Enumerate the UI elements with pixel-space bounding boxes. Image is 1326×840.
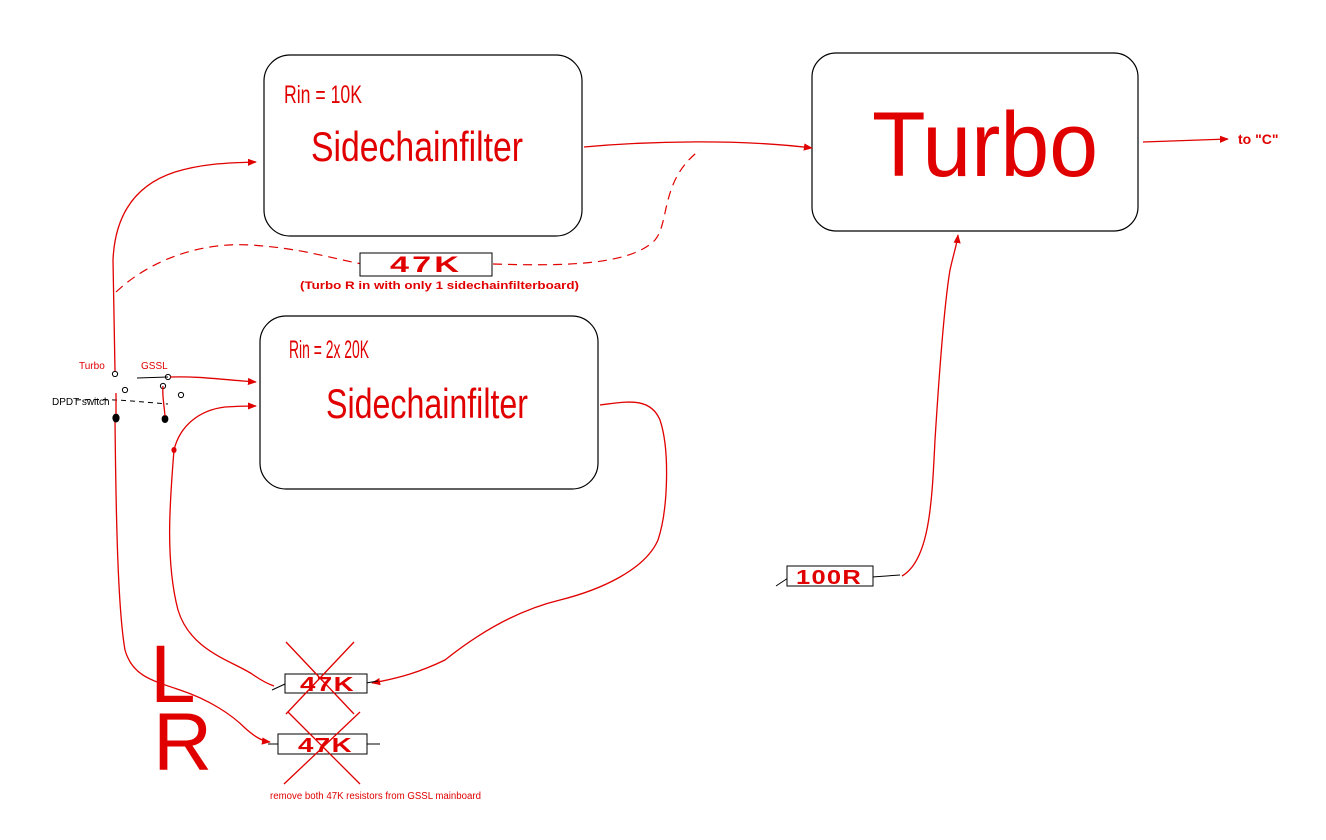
wire-gssl-to-bottom-filter-upper (169, 376, 257, 386)
resistor-2-value: 47K (298, 735, 353, 757)
resistor-2-body (277, 733, 368, 755)
sidechain-filter-bottom-box (259, 315, 599, 490)
wire-dashed-bypass-left (115, 244, 363, 293)
turbo-block: Turbo (811, 52, 1139, 232)
wire-dashed-bypass-right (492, 149, 701, 266)
resistor-2-cross-b (283, 711, 361, 785)
resistor-100r-value: 100R (796, 567, 862, 589)
switch-dashed-linkage (75, 398, 169, 405)
switch-pivot-left (112, 413, 120, 423)
resistor-47k-turbo-rin-note: (Turbo R in with only 1 sidechainfilterb… (300, 280, 579, 292)
switch-label-turbo: Turbo (79, 361, 105, 372)
resistor-2-cross-a (287, 711, 361, 785)
resistor-100r-lead-right (871, 574, 901, 578)
resistor-1-lead-right (365, 680, 379, 684)
removal-note: remove both 47K resistors from GSSL main… (270, 791, 481, 802)
wire-right-pivot-to-bottom-filter-lower (173, 402, 257, 451)
wire-100r-to-turbo (901, 234, 961, 577)
resistor-100r-body (786, 565, 874, 587)
resistor-47k-removed-1: 47K (271, 641, 379, 715)
turbo-output-label: to "C" (1238, 131, 1279, 147)
channel-label-right: R (153, 697, 212, 788)
wire-loop-to-resistor-1 (168, 449, 275, 687)
sidechain-filter-top-rin: Rin = 10K (284, 81, 362, 109)
switch-contact-gssl-lower (177, 391, 185, 399)
switch-contact-turbo-lower (121, 386, 129, 394)
resistor-47k-removed-2: 47K (268, 711, 380, 785)
turbo-output-wire (1142, 135, 1229, 143)
sidechain-filter-top-title: Sidechainfilter (311, 123, 523, 170)
turbo-title: Turbo (872, 94, 1098, 196)
resistor-1-cross-b (285, 641, 355, 715)
resistor-100r: 100R (775, 565, 901, 589)
wire-right-pivot-up (162, 385, 166, 417)
resistor-47k-turbo-rin-value: 47K (390, 252, 462, 277)
turbo-box (811, 52, 1139, 232)
switch-pivot-right (161, 415, 169, 423)
resistor-100r-lead-left (775, 577, 789, 587)
wire-junction-red (171, 447, 177, 453)
switch-label-dpdt: DPDT switch (52, 397, 110, 408)
wire-sidechain-top-to-turbo (583, 141, 813, 151)
wire-turbo-contact-to-top-filter (112, 158, 257, 372)
sidechain-filter-bottom: Rin = 2x 20K Sidechainfilter (259, 315, 599, 490)
resistor-47k-turbo-rin: 47K (359, 252, 493, 277)
sidechain-filter-top: Rin = 10K Sidechainfilter (263, 54, 583, 237)
wire-bottom-filter-to-resistor-1 (371, 401, 668, 686)
resistor-1-lead-left (271, 683, 286, 691)
dpdt-switch: Turbo GSSL DPDT switch (52, 361, 185, 423)
wire-left-vertical-to-resistor-2 (114, 419, 271, 745)
switch-gssl-lever (136, 376, 169, 379)
channel-label-left: L (150, 629, 196, 720)
switch-contact-turbo (111, 370, 119, 378)
resistor-47k-turbo-rin-body (359, 252, 493, 277)
sidechain-filter-bottom-title: Sidechainfilter (326, 380, 528, 427)
switch-label-gssl: GSSL (141, 361, 168, 372)
sidechain-filter-bottom-rin: Rin = 2x 20K (289, 336, 369, 364)
sidechain-filter-top-box (263, 54, 583, 237)
